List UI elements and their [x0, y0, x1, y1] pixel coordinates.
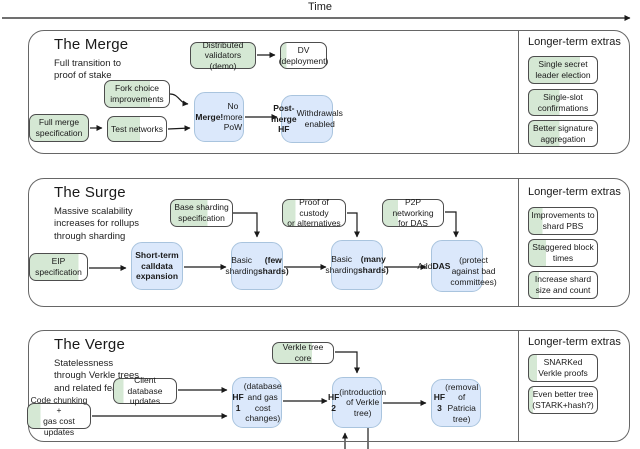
node-test-networks: Test networks: [107, 116, 167, 142]
node-add-das: Add DAS (protect against bad committees): [417, 240, 497, 292]
surge-extras-title: Longer-term extras: [528, 186, 621, 198]
extra-improvements-to-shard-pbs: Improvements to shard PBS: [528, 207, 598, 235]
surge-title: The Surge: [54, 184, 126, 201]
extras-divider: [518, 179, 519, 306]
node-hf2: HF 2 (introduction of Verkle tree): [328, 377, 386, 428]
verge-title: The Verge: [54, 336, 126, 353]
extra-staggered-block-times: Staggered block times: [528, 239, 598, 267]
extras-divider: [518, 31, 519, 153]
extras-divider: [518, 331, 519, 441]
verge-extras-title: Longer-term extras: [528, 336, 621, 348]
node-basic-sharding-many-shards: Basic sharding (many shards): [325, 240, 389, 290]
section-the-merge: [28, 30, 630, 154]
node-base-sharding-specification: Base sharding specification: [170, 199, 233, 227]
merge-subtitle: Full transition to proof of stake: [54, 58, 122, 82]
time-axis-label: Time: [307, 1, 333, 13]
node-code-chunking-gas-cost: Code chunking + gas cost updates: [27, 395, 91, 437]
node-short-term-calldata-expansion: Short-term calldata expansion: [131, 242, 183, 290]
node-hf1: HF 1 (database and gas cost changes): [232, 377, 282, 428]
node-distributed-validators: Distributed validators (demo): [190, 40, 256, 71]
merge-extras-title: Longer-term extras: [528, 36, 621, 48]
section-the-surge: [28, 178, 630, 307]
node-eip-specification: EIP specification: [29, 253, 88, 281]
node-basic-sharding-few-shards: Basic sharding (few shards): [225, 242, 289, 290]
node-client-database-updates: Client database updates: [113, 375, 177, 406]
extra-single-secret-leader-election: Single secret leader election: [528, 56, 598, 84]
node-proof-of-custody: Proof of custody or alternatives: [282, 197, 346, 228]
node-dv-deployment: DV (deployment): [279, 42, 328, 69]
node-hf3: HF 3 (removal of Patricia tree): [431, 379, 481, 427]
node-full-merge-specification: Full merge specification: [29, 114, 89, 142]
node-fork-choice-improvements: Fork choice improvements: [104, 80, 170, 108]
node-merge-milestone: Merge! No more PoW: [194, 92, 244, 142]
extra-single-slot-confirmations: Single-slot confirmations: [528, 89, 598, 116]
node-verkle-tree-core: Verkle tree core: [272, 342, 334, 364]
merge-title: The Merge: [54, 36, 129, 53]
extra-snarked-verkle-proofs: SNARKed Verkle proofs: [528, 354, 598, 382]
extra-increase-shard-size-count: Increase shard size and count: [528, 271, 598, 299]
extra-even-better-tree: Even better tree (STARK+hash?): [528, 386, 598, 414]
node-p2p-networking-for-das: P2P networking for DAS: [382, 197, 444, 228]
node-post-merge-hf: Post-merge HF Withdrawals enabled: [271, 95, 343, 143]
extra-better-signature-aggregation: Better signature aggregation: [528, 120, 598, 147]
section-the-verge: [28, 330, 630, 442]
surge-subtitle: Massive scalability increases for rollup…: [54, 206, 140, 242]
